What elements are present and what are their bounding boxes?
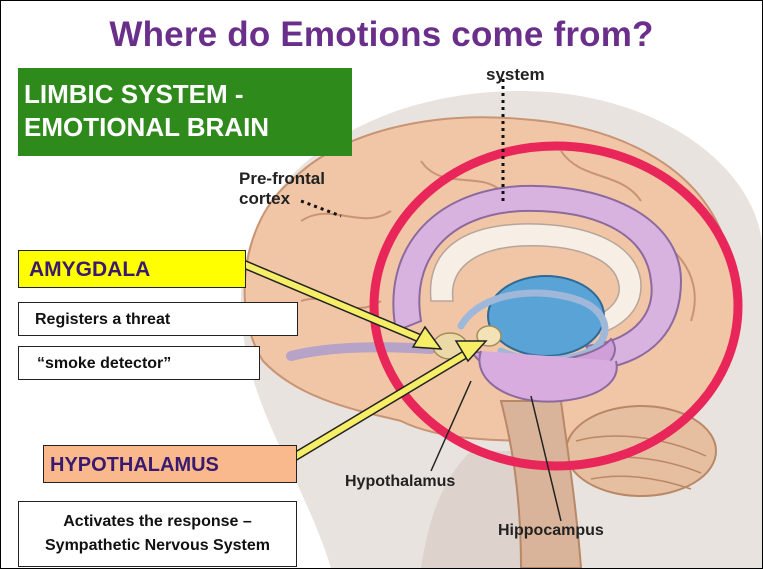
hypothalamus-diagram-label: Hypothalamus [345, 473, 455, 491]
thalamus [488, 276, 604, 356]
smoke-detector-box: “smoke detector” [18, 346, 260, 380]
hypothalamus-role-line1: Activates the response – [19, 510, 296, 534]
limbic-system-box: LIMBIC SYSTEM - EMOTIONAL BRAIN [18, 68, 352, 156]
limbic-box-line2: EMOTIONAL BRAIN [24, 111, 352, 144]
slide-title: Where do Emotions come from? [1, 15, 762, 55]
hypothalamus-role-line2: Sympathetic Nervous System [19, 534, 296, 558]
system-label: system [486, 65, 545, 85]
hypothalamus-label-box: HYPOTHALAMUS [43, 445, 297, 483]
amygdala-label-box: AMYGDALA [18, 250, 246, 288]
prefrontal-line2: cortex [239, 189, 325, 209]
limbic-box-line1: LIMBIC SYSTEM - [24, 78, 352, 111]
amygdala-role-box: Registers a threat [18, 302, 298, 336]
prefrontal-cortex-label: Pre-frontal cortex [239, 169, 325, 209]
prefrontal-line1: Pre-frontal [239, 169, 325, 189]
hypothalamus-role-box: Activates the response – Sympathetic Ner… [18, 501, 297, 567]
hippocampus-diagram-label: Hippocampus [498, 522, 604, 540]
